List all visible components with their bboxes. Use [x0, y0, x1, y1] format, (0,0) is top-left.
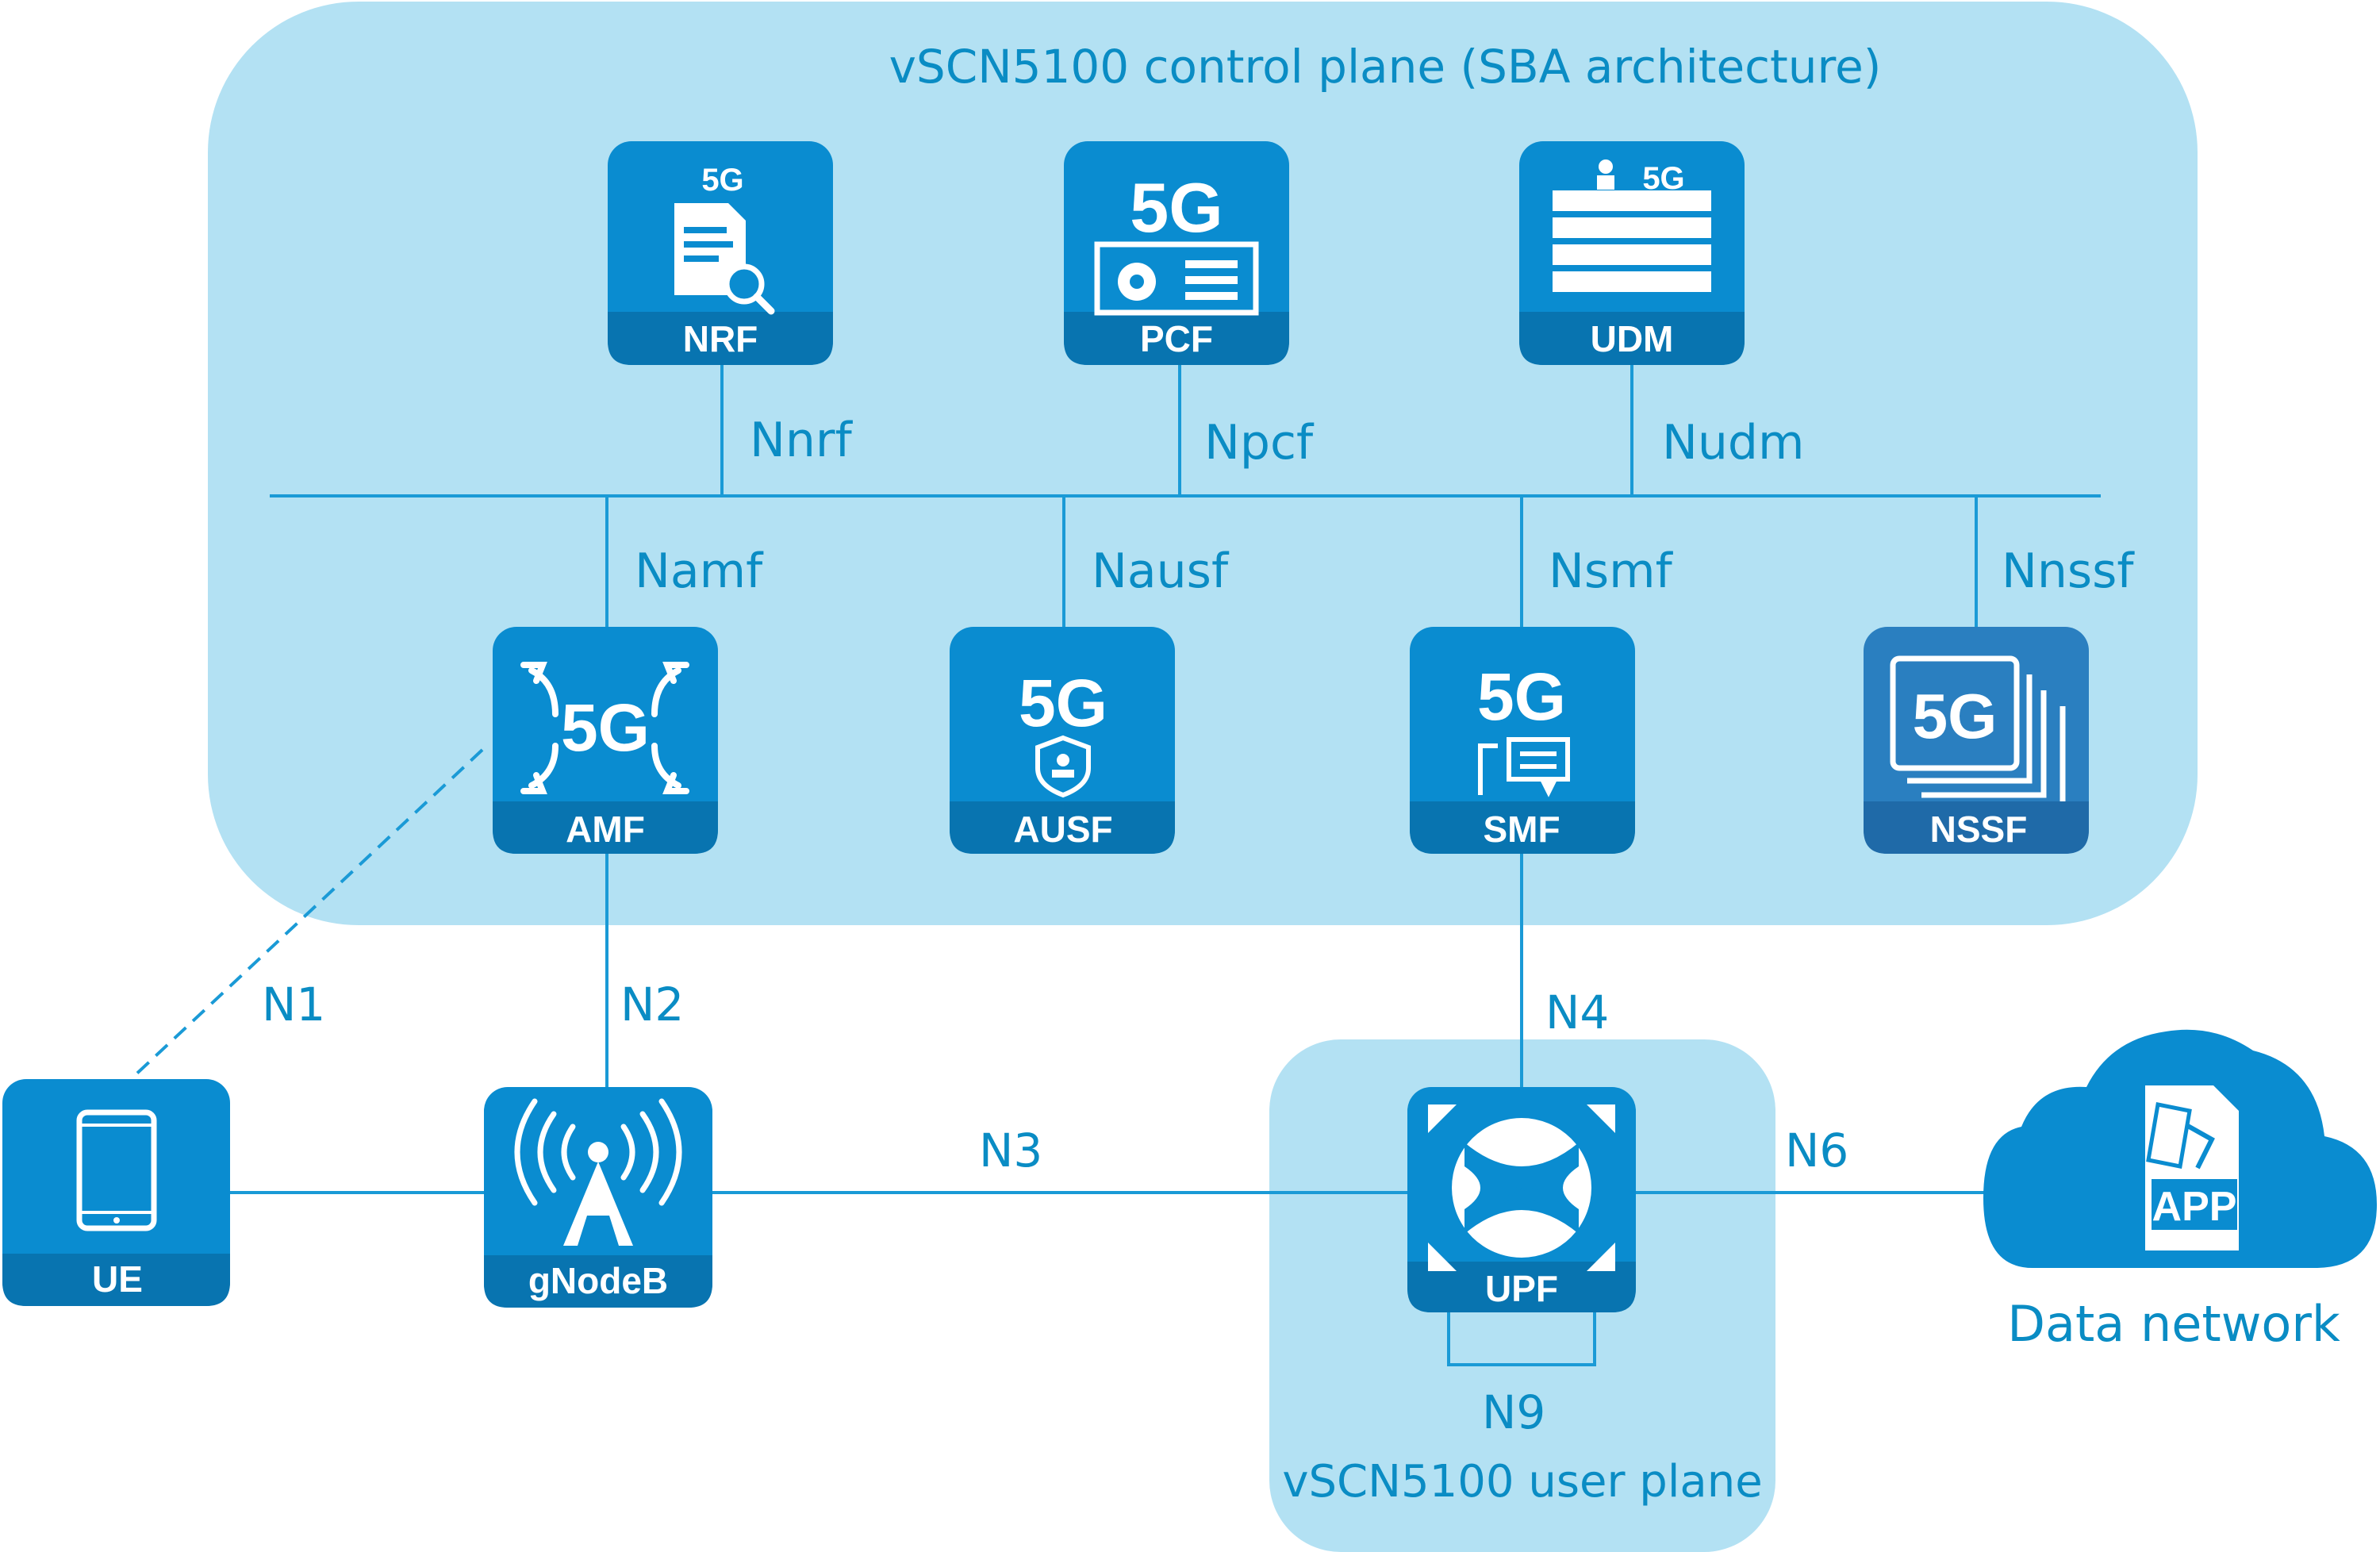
interface-label-n3: N3 — [979, 1124, 1042, 1177]
pcf-label: PCF — [1140, 318, 1213, 359]
svg-text:APP: APP — [2152, 1184, 2237, 1230]
interface-label-n6: N6 — [1785, 1124, 1848, 1177]
interface-label-n9: N9 — [1482, 1385, 1545, 1439]
ue-label: UE — [92, 1258, 143, 1300]
interface-label-npcf: Npcf — [1204, 415, 1315, 471]
nrf-label: NRF — [683, 318, 758, 359]
forwarding-cross-icon — [1428, 1104, 1615, 1271]
svg-text:5G: 5G — [1913, 681, 1998, 751]
amf-node[interactable]: 5G AMF — [493, 627, 718, 854]
ausf-node[interactable]: 5G AUSF — [950, 627, 1175, 854]
pcf-node[interactable]: 5G PCF — [1064, 141, 1289, 365]
svg-text:5G: 5G — [701, 163, 743, 198]
ausf-label: AUSF — [1013, 809, 1112, 850]
radio-tower-icon — [514, 1098, 682, 1246]
udm-node[interactable]: 5G UDM — [1519, 141, 1745, 365]
nrf-node[interactable]: 5G NRF — [608, 141, 833, 365]
interface-label-nudm: Nudm — [1662, 415, 1804, 471]
interface-label-nnrf: Nnrf — [750, 413, 854, 468]
svg-text:5G: 5G — [1642, 161, 1684, 196]
gnodeb-label: gNodeB — [528, 1260, 668, 1301]
n9-loop-line — [1447, 1301, 1596, 1366]
cloud-app-icon: APP — [1983, 1029, 2377, 1268]
ue-node[interactable]: UE — [2, 1079, 230, 1306]
interface-label-nsmf: Nsmf — [1549, 544, 1674, 599]
svg-text:5G: 5G — [1477, 659, 1566, 734]
nssf-node[interactable]: 5G NSSF — [1864, 627, 2089, 854]
policy-gear-icon: 5G — [1094, 168, 1259, 316]
svg-text:5G: 5G — [561, 690, 650, 765]
interface-label-namf: Namf — [635, 544, 764, 599]
svg-text:5G: 5G — [1019, 666, 1107, 740]
amf-label: AMF — [566, 809, 645, 850]
svg-text:5G: 5G — [1503, 1178, 1541, 1211]
interface-label-n4: N4 — [1545, 985, 1609, 1039]
database-user-icon: 5G — [1553, 159, 1711, 292]
udm-label: UDM — [1591, 318, 1674, 359]
upf-label: UPF — [1485, 1268, 1558, 1309]
n1-dashed-line — [129, 748, 484, 1081]
smf-node[interactable]: 5G SMF — [1410, 627, 1635, 854]
session-chat-icon — [1478, 737, 1570, 797]
interface-label-n2: N2 — [620, 978, 684, 1031]
smf-label: SMF — [1483, 809, 1560, 850]
slice-stack-icon — [1890, 655, 2066, 801]
mobility-arrows-icon — [520, 662, 689, 794]
nssf-label: NSSF — [1930, 809, 2028, 850]
interface-label-n1: N1 — [262, 978, 325, 1031]
smartphone-icon — [76, 1109, 157, 1231]
interface-label-nnssf: Nnssf — [2002, 544, 2135, 599]
user-plane-title: vSCN5100 user plane — [1282, 1456, 1762, 1508]
svg-text:5G: 5G — [1130, 168, 1223, 247]
interface-label-nausf: Nausf — [1092, 544, 1230, 599]
connection-lines — [129, 365, 2101, 1366]
data-network-label: Data network — [2007, 1295, 2340, 1353]
control-plane-title: vSCN5100 control plane (SBA architecture… — [889, 40, 1882, 94]
data-network-node[interactable]: APP Data network — [1983, 1029, 2377, 1353]
gnodeb-node[interactable]: gNodeB — [484, 1087, 712, 1308]
shield-user-icon — [1035, 735, 1091, 798]
document-search-icon: 5G — [674, 163, 775, 315]
upf-node[interactable]: 5G UPF — [1407, 1087, 1636, 1312]
